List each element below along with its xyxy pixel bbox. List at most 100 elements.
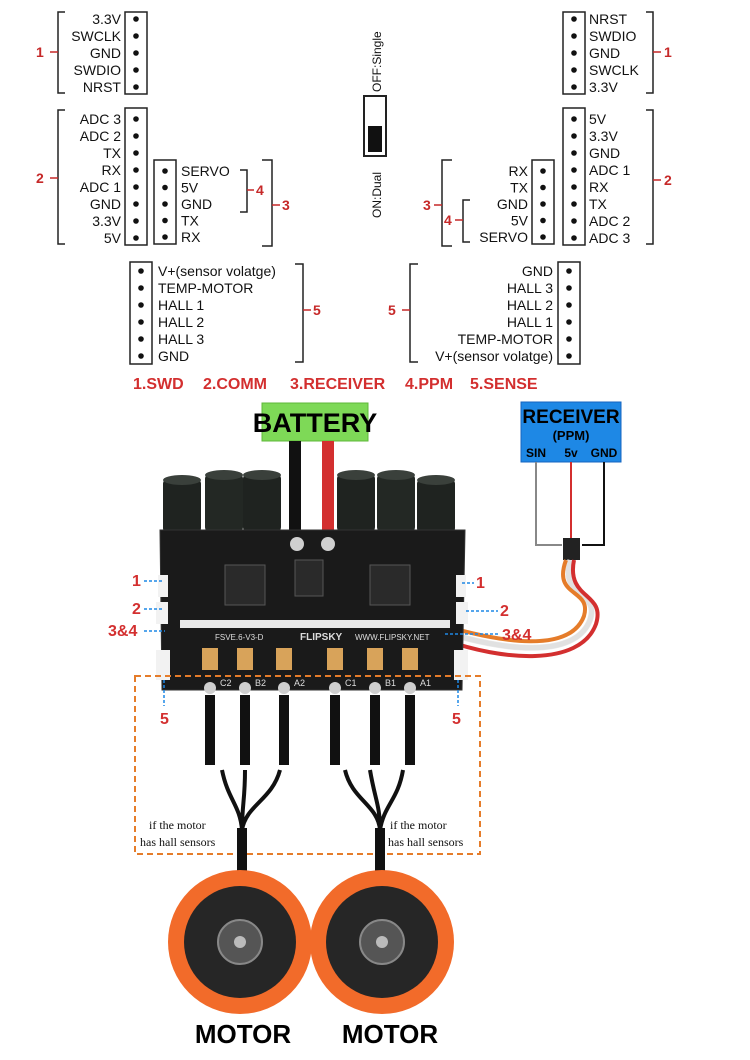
group-number-sense-right: 5 [388, 302, 396, 318]
phase-label: A2 [294, 678, 305, 688]
capacitor-top [243, 470, 281, 480]
capacitors [163, 470, 455, 534]
pin-label: TX [510, 180, 529, 196]
phase-terminal [276, 648, 292, 670]
motor-axle [234, 936, 246, 948]
connector-sense-left [129, 261, 153, 365]
bracket-receiver-right [441, 159, 452, 247]
pin-dot [566, 336, 572, 342]
pin-label: ADC 1 [589, 162, 630, 178]
callout-right-3and4: 3&4 [502, 627, 531, 644]
pin-label: NRST [83, 79, 122, 95]
callout-left-2: 2 [132, 601, 141, 618]
pin-label: HALL 1 [507, 314, 553, 330]
motor-right [310, 870, 454, 1014]
group-number-comm-left: 2 [36, 170, 44, 186]
pin-label: GND [589, 145, 620, 161]
silk-strip [180, 620, 450, 628]
receiver-pin-5v: 5v [564, 446, 578, 460]
group-number-ppm-right: 4 [444, 212, 452, 228]
pin-dot [162, 184, 168, 191]
board-connector-swd-left [158, 575, 168, 597]
phase-terminal [237, 648, 253, 670]
pin-dot [571, 67, 577, 73]
phase-wire [205, 695, 215, 765]
switch-on-label: ON:Dual [370, 172, 384, 218]
phase-solder-pad [239, 682, 251, 694]
callout-left-1: 1 [132, 573, 141, 590]
pin-label: GND [158, 348, 189, 364]
pin-label: V+(sensor volatge) [158, 263, 276, 279]
phase-label: A1 [420, 678, 431, 688]
connector-sense-right [557, 261, 581, 365]
pin-dot [133, 201, 139, 207]
motor-label-right: MOTOR [342, 1019, 439, 1049]
capacitor [417, 478, 455, 534]
board-connector-sense-right [454, 650, 468, 680]
pin-dot [540, 168, 546, 174]
connector-comm-left [124, 107, 148, 246]
pin-dot [133, 218, 139, 224]
capacitor [205, 473, 243, 533]
pin-dot [133, 133, 139, 139]
group-number-receiver-right: 3 [423, 197, 431, 213]
legend-receiver: 3.RECEIVER [290, 376, 386, 393]
servo-lead-red [444, 559, 600, 658]
pin-label: TX [181, 213, 200, 229]
pin-dot [571, 133, 577, 139]
pin-dot [138, 353, 144, 359]
pin-label: 3.3V [589, 79, 618, 95]
pin-label: GND [181, 196, 212, 212]
battery-wire-positive [322, 441, 334, 533]
phase-solder-pad [278, 682, 290, 694]
pin-label: SWCLK [71, 28, 121, 44]
phase-label: B2 [255, 678, 266, 688]
pin-dot [540, 234, 546, 240]
pin-dot [571, 16, 577, 22]
pin-dot [133, 84, 139, 90]
pin-label: ADC 3 [589, 230, 630, 246]
pin-label: SERVO [181, 163, 230, 179]
motor-cable-left [220, 769, 282, 831]
pin-dot [566, 285, 572, 291]
capacitor [163, 478, 201, 534]
pin-label: HALL 3 [507, 280, 553, 296]
phase-solder-pad [369, 682, 381, 694]
board-connector-sense-left [156, 650, 170, 680]
pin-label: SWDIO [589, 28, 637, 44]
legend-comm: 2.COMM [203, 376, 267, 393]
pin-dot [571, 167, 577, 173]
pin-dot [133, 116, 139, 122]
phase-terminal [327, 648, 343, 670]
pin-label: 5V [181, 180, 199, 196]
receiver-title: RECEIVER [522, 407, 619, 428]
hall-note-left-line2: has hall sensors [140, 835, 216, 849]
hall-sensor-region [134, 675, 481, 855]
pin-label: GND [90, 196, 121, 212]
pin-label: HALL 2 [507, 297, 553, 313]
pin-label: HALL 3 [158, 331, 204, 347]
group-number-comm-right: 2 [664, 172, 672, 188]
pin-label: GND [90, 45, 121, 61]
group-number-swd-left: 1 [36, 44, 44, 60]
pin-label: GND [522, 263, 553, 279]
bracket-ppm-left [240, 169, 248, 213]
pin-dot [566, 268, 572, 274]
receiver-pin-sin: SIN [526, 446, 546, 460]
switch-lever [368, 126, 382, 152]
pin-label: SWCLK [589, 62, 639, 78]
pin-dot [138, 268, 144, 274]
pin-dot [540, 217, 546, 224]
pin-dot [566, 353, 572, 359]
pin-label: TX [589, 196, 608, 212]
receiver-wire-gnd [582, 462, 605, 546]
phase-terminal [202, 648, 218, 670]
group-number-swd-right: 1 [664, 44, 672, 60]
servo-lead-outline [444, 559, 595, 651]
pin-dot [571, 235, 577, 241]
bracket-sense-right [409, 263, 418, 363]
servo-lead-orange [444, 559, 588, 644]
motor-label-left: MOTOR [195, 1019, 292, 1049]
